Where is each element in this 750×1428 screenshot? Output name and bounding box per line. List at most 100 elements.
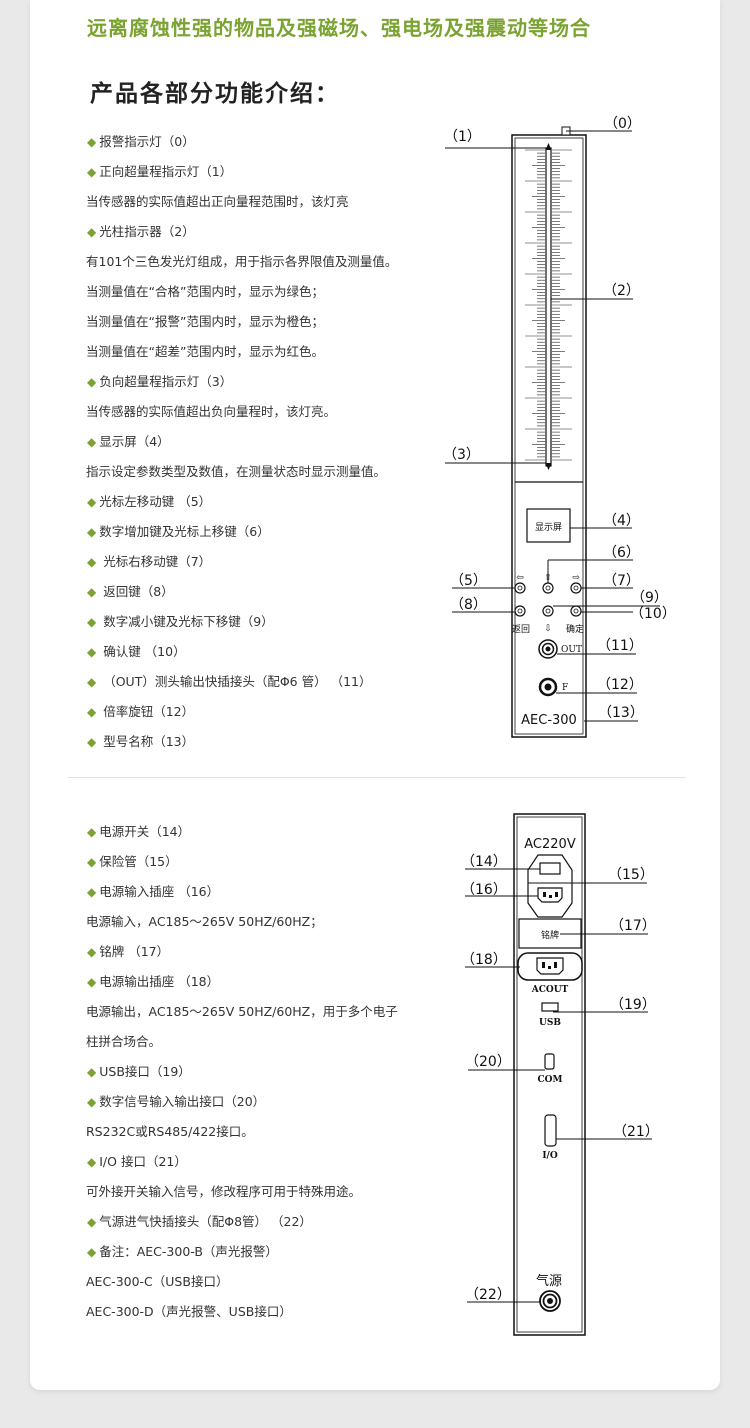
light-bar: [545, 147, 552, 467]
callout-16: （16）: [461, 882, 507, 898]
diamond-bullet-icon: ◆: [87, 825, 97, 839]
display-label: 显示屏: [535, 522, 562, 533]
section-divider: [68, 777, 686, 778]
part2-line: ◆电源输入插座 （16）: [87, 884, 219, 900]
part1-line: ◆负向超量程指示灯（3）: [87, 374, 232, 390]
io-label: I/O: [542, 1151, 557, 1161]
part2-text: 数字信号输入输出接口（20）: [99, 1094, 266, 1109]
arrow-left-icon: ⇦: [516, 573, 524, 583]
callout-2: （2）: [603, 283, 640, 299]
callout-10: （10）: [630, 606, 676, 622]
power-switch[interactable]: [539, 862, 561, 875]
part1-text: 负向超量程指示灯（3）: [99, 374, 233, 389]
voltage-label: AC220V: [524, 837, 576, 852]
diamond-bullet-icon: ◆: [87, 615, 97, 629]
part2-line: 柱拼合场合。: [86, 1034, 161, 1050]
air-inlet-connector[interactable]: [539, 1290, 561, 1312]
power-output-socket[interactable]: [517, 952, 583, 981]
part1-text: 返回键（8）: [99, 584, 174, 599]
com-label: COM: [538, 1075, 563, 1085]
callout-22: （22）: [465, 1287, 511, 1303]
out-connector[interactable]: [538, 639, 558, 659]
cursor-right-button[interactable]: [570, 582, 582, 594]
io-port[interactable]: [544, 1114, 557, 1147]
diamond-bullet-icon: ◆: [87, 975, 97, 989]
com-port[interactable]: [544, 1053, 555, 1070]
callout-14: （14）: [461, 854, 507, 870]
diamond-bullet-icon: ◆: [87, 1095, 97, 1109]
part2-text: 铭牌 （17）: [99, 944, 170, 959]
callout-7: （7）: [603, 573, 640, 589]
part1-text: 正向超量程指示灯（1）: [99, 164, 233, 179]
part1-line: ◆数字增加键及光标上移键（6）: [87, 524, 270, 540]
callout-15: （15）: [608, 867, 654, 883]
callout-18: （18）: [461, 952, 507, 968]
part1-line: ◆ 倍率旋钮（12）: [87, 704, 194, 720]
part1-text: 确认键 （10）: [99, 644, 186, 659]
positive-overrange-lamp: [545, 143, 552, 150]
part2-line: ◆保险管（15）: [87, 854, 178, 870]
callout-0: （0）: [604, 116, 641, 132]
part1-line: 当测量值在“合格”范围内时，显示为绿色；: [86, 284, 324, 300]
usb-port[interactable]: [541, 1002, 559, 1012]
diamond-bullet-icon: ◆: [87, 1155, 97, 1169]
callout-9: （9）: [631, 590, 668, 606]
diamond-bullet-icon: ◆: [87, 855, 97, 869]
diamond-bullet-icon: ◆: [87, 165, 97, 179]
part1-text: 当测量值在“报警”范围内时，显示为橙色；: [86, 314, 324, 329]
callout-8: （8）: [450, 597, 487, 613]
decrease-button[interactable]: [542, 605, 554, 617]
diamond-bullet-icon: ◆: [87, 945, 97, 959]
cursor-left-button[interactable]: [514, 582, 526, 594]
part2-line: ◆数字信号输入输出接口（20）: [87, 1094, 265, 1110]
part1-line: ◆显示屏（4）: [87, 434, 170, 450]
magnification-knob[interactable]: [538, 677, 558, 697]
part2-line: ◆USB接口（19）: [87, 1064, 191, 1080]
part1-line: 当传感器的实际值超出正向量程范围时，该灯亮: [86, 194, 349, 210]
return-button[interactable]: [514, 605, 526, 617]
part2-line: ◆铭牌 （17）: [87, 944, 169, 960]
part2-line: RS232C或RS485/422接口。: [86, 1124, 254, 1140]
part2-line: ◆I/O 接口（21）: [87, 1154, 187, 1170]
part1-line: ◆ 返回键（8）: [87, 584, 174, 600]
part1-text: 光柱指示器（2）: [99, 224, 195, 239]
arrow-right-icon: ⇨: [572, 573, 580, 583]
part2-text: 电源输出插座 （18）: [99, 974, 220, 989]
power-input-socket[interactable]: [537, 887, 563, 903]
back-panel-inner: [516, 816, 583, 1333]
confirm-button[interactable]: [570, 605, 582, 617]
diamond-bullet-icon: ◆: [87, 375, 97, 389]
increase-button[interactable]: [542, 582, 554, 594]
knob-label: F: [562, 683, 568, 693]
part2-text: AEC-300-C（USB接口）: [86, 1274, 229, 1289]
content-card: [30, 0, 720, 1390]
part2-text: RS232C或RS485/422接口。: [86, 1124, 254, 1139]
part1-line: ◆ 型号名称（13）: [87, 734, 194, 750]
callout-4: （4）: [603, 513, 640, 529]
part1-line: ◆ 数字减小键及光标下移键（9）: [87, 614, 274, 630]
callout-5: （5）: [450, 573, 487, 589]
part1-text: 数字减小键及光标下移键（9）: [99, 614, 274, 629]
part1-text: （OUT）测头输出快插接头（配Φ6 管） （11）: [99, 674, 372, 689]
part1-text: 当传感器的实际值超出负向量程时，该灯亮。: [86, 404, 337, 419]
display-screen: [526, 508, 571, 543]
callout-11: （11）: [597, 638, 643, 654]
power-module-outline: [527, 854, 573, 918]
part1-text: 光标右移动键（7）: [99, 554, 212, 569]
part2-line: 可外接开关输入信号，修改程序可用于特殊用途。: [86, 1184, 361, 1200]
part2-text: 气源进气快插接头（配Φ8管） （22）: [99, 1214, 312, 1229]
part2-text: 备注：AEC-300-B（声光报警）: [99, 1244, 278, 1259]
callout-6: （6）: [603, 545, 640, 561]
diamond-bullet-icon: ◆: [87, 495, 97, 509]
front-panel-body: [511, 134, 587, 738]
model-name: AEC-300: [521, 713, 577, 728]
diamond-bullet-icon: ◆: [87, 1065, 97, 1079]
diamond-bullet-icon: ◆: [87, 705, 97, 719]
part1-text: 当传感器的实际值超出正向量程范围时，该灯亮: [86, 194, 349, 209]
callout-3: （3）: [443, 447, 480, 463]
callout-12: （12）: [597, 677, 643, 693]
part1-text: 倍率旋钮（12）: [99, 704, 195, 719]
part1-text: 型号名称（13）: [99, 734, 195, 749]
out-label: OUT: [561, 645, 582, 655]
